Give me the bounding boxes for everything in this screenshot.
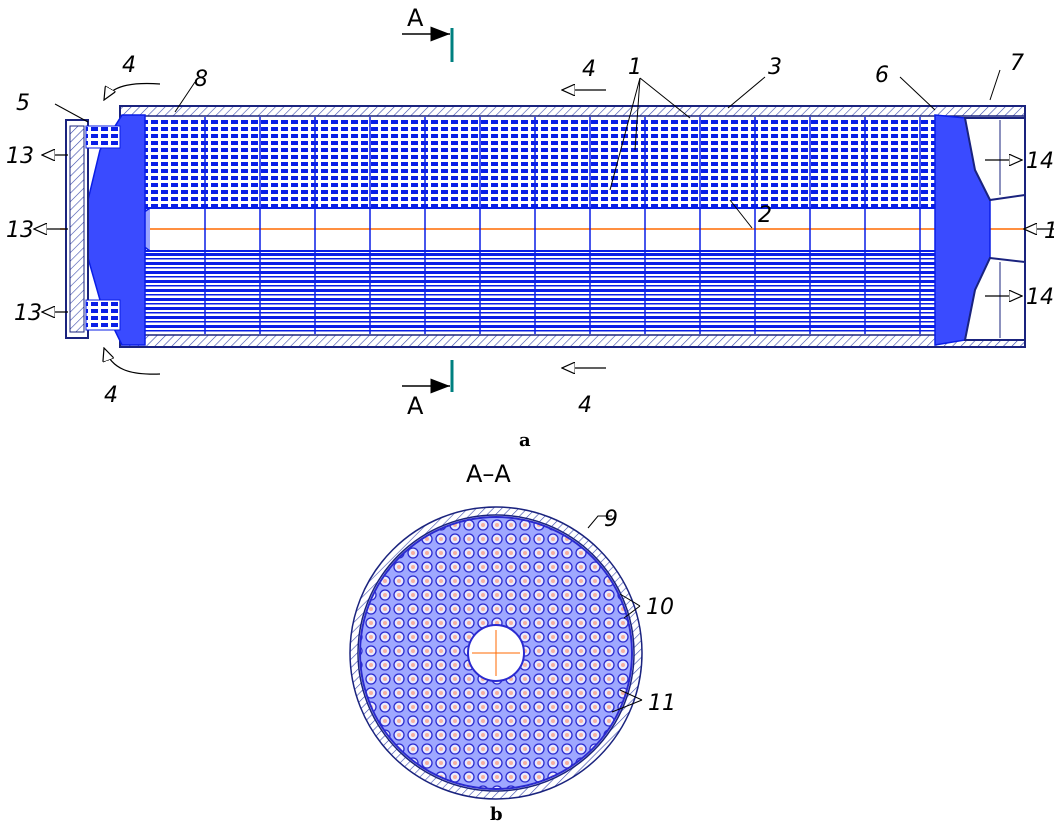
label-central-channel: 2 (758, 203, 772, 228)
section-mark-bottom: A (402, 360, 454, 420)
label-section-spacers: 11 (648, 691, 676, 716)
caption-a: a (519, 430, 531, 451)
label-section-tubes: 10 (646, 595, 674, 620)
section-title: A–A (466, 460, 511, 488)
channel-dividers (204, 117, 921, 334)
caption-b: b (490, 804, 503, 825)
shell-top-wall (119, 105, 1026, 117)
left-nozzle-bottom (85, 299, 121, 331)
section-letter-top: A (407, 4, 424, 32)
label-flow-bottom: 4 (578, 393, 592, 418)
label-section-shell: 9 (604, 507, 618, 532)
cross-section-view: A–A 9 10 11 b (349, 460, 676, 825)
lower-tube-bundle (145, 252, 935, 334)
shell-bottom-wall (119, 334, 1026, 348)
section-leaders (587, 515, 643, 713)
label-right-outlet-top: 14 (1026, 149, 1054, 174)
label-outlet-1: 13 (6, 144, 34, 169)
upper-tube-bundle (145, 117, 935, 207)
label-tubes: 1 (628, 55, 642, 80)
label-inlet-right: 1 (1044, 219, 1054, 244)
label-outlet-2: 13 (6, 218, 34, 243)
right-chamber-bottom (963, 256, 1026, 341)
label-inlet-bottom: 4 (104, 383, 118, 408)
label-flange: 5 (16, 91, 30, 116)
label-left-grid: 8 (194, 67, 208, 92)
longitudinal-view: A A (6, 4, 1054, 451)
leader-lines (54, 69, 1001, 229)
label-flow-top: 4 (582, 57, 596, 82)
label-inlet-top: 4 (122, 53, 136, 78)
label-outlet-3: 13 (14, 301, 42, 326)
left-nozzle-top (85, 125, 121, 149)
section-mark-top: A (402, 4, 454, 62)
section-letter-bottom: A (407, 392, 424, 420)
left-flange-inner (69, 125, 85, 333)
right-chamber-top (963, 117, 1026, 202)
label-right-outlet-bottom: 14 (1026, 285, 1054, 310)
label-right-grid: 6 (875, 63, 889, 88)
label-shell: 3 (768, 55, 782, 80)
flow-arrows (34, 82, 1054, 375)
label-right-chamber: 7 (1010, 51, 1024, 76)
